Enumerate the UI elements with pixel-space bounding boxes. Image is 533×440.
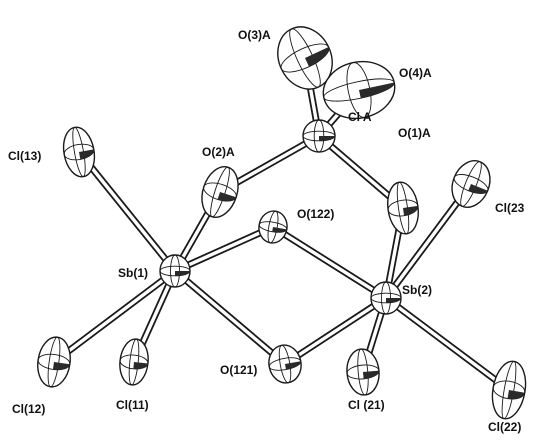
atom-ellipsoid-o122 — [258, 210, 288, 244]
atom-ellipsoid-cl11 — [119, 338, 149, 386]
atom-ellipsoid-cl12 — [37, 336, 71, 388]
atom-label-o2a: O(2)A — [202, 145, 235, 159]
atom-label-cl12: Cl(12) — [12, 402, 45, 416]
atom-ellipsoid-cl23 — [451, 160, 491, 208]
bond-sb1-o122 — [171, 223, 277, 275]
atom-ellipsoid-o3a — [277, 26, 333, 90]
atom-label-cla: Cl A — [348, 110, 372, 124]
atom-ellipsoid-sb1 — [159, 254, 191, 288]
atom-ellipsoid-sb2 — [370, 281, 402, 315]
bond-sb1-o121 — [171, 267, 289, 368]
atom-label-o3a: O(3)A — [238, 28, 271, 42]
atom-label-o121: O(121) — [220, 363, 257, 377]
atom-ellipsoid-cl21 — [346, 348, 380, 396]
atom-label-sb1: Sb(1) — [118, 266, 148, 280]
atom-ellipsoid-o2a — [201, 166, 239, 218]
atom-label-cl21: Cl (21) — [348, 398, 385, 412]
atom-ellipsoid-o121 — [268, 344, 302, 384]
atom-ellipsoid-cla — [302, 119, 336, 153]
atom-ellipsoid-cl13 — [62, 126, 96, 178]
atom-label-cl23: Cl(23 — [495, 201, 525, 215]
label-layer: Sb(1) Sb(2) O(121) O(122) O(2)A O(1)A Cl… — [8, 28, 525, 434]
atom-label-sb2: Sb(2) — [402, 283, 432, 297]
atom-label-o1a: O(1)A — [398, 126, 431, 140]
atom-label-cl13: Cl(13) — [8, 149, 41, 163]
atom-layer — [37, 26, 527, 420]
atom-ellipsoid-o1a — [387, 181, 419, 235]
bond-sb2-o122 — [269, 223, 390, 302]
bond-sb1-cl13 — [75, 148, 179, 275]
atom-label-o4a: O(4)A — [399, 66, 432, 80]
atom-label-cl11: Cl(11) — [116, 398, 149, 412]
bond-sb2-cl22 — [382, 294, 513, 394]
bond-sb2-o121 — [281, 294, 390, 368]
atom-label-o122: O(122) — [297, 207, 334, 221]
bond-sb1-cl12 — [50, 267, 179, 366]
atom-label-cl22: Cl(22) — [488, 420, 521, 434]
atom-ellipsoid-o4a — [322, 60, 396, 120]
atom-ellipsoid-cl22 — [491, 360, 527, 420]
